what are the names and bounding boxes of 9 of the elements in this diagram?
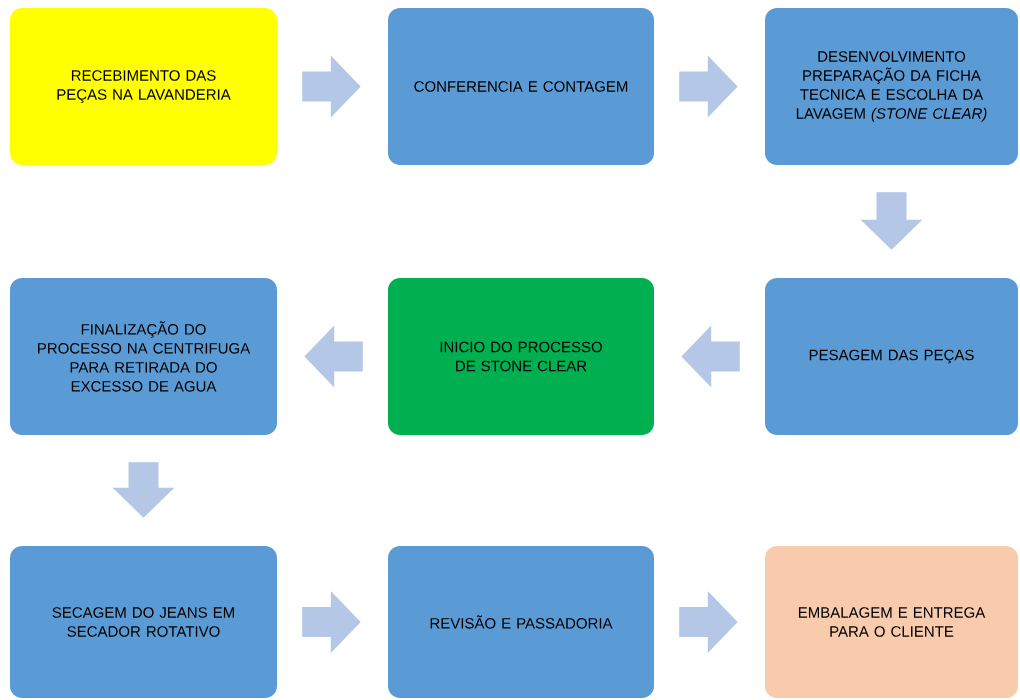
process-box: RECEBIMENTO DAS PEÇAS NA LAVANDERIA xyxy=(10,8,277,165)
process-box: FINALIZAÇÃO DO PROCESSO NA CENTRIFUGA PARA RETIRADA DO EXCESSO DE AGUA xyxy=(10,278,277,435)
process-box: EMBALAGEM E ENTREGA PARA O CLIENTE xyxy=(765,546,1018,698)
process-box: PESAGEM DAS PEÇAS xyxy=(765,278,1018,435)
process-box: REVISÃO E PASSADORIA xyxy=(388,546,654,698)
process-box: CONFERENCIA E CONTAGEM xyxy=(388,8,654,165)
process-box: DESENVOLVIMENTO PREPARAÇÃO DA FICHA TECNICA E ESCOLHA DA LAVAGEM (STONE CLEAR) xyxy=(765,8,1018,165)
process-box: INICIO DO PROCESSO DE STONE CLEAR xyxy=(388,278,654,435)
process-box: SECAGEM DO JEANS EM SECADOR ROTATIVO xyxy=(10,546,277,698)
